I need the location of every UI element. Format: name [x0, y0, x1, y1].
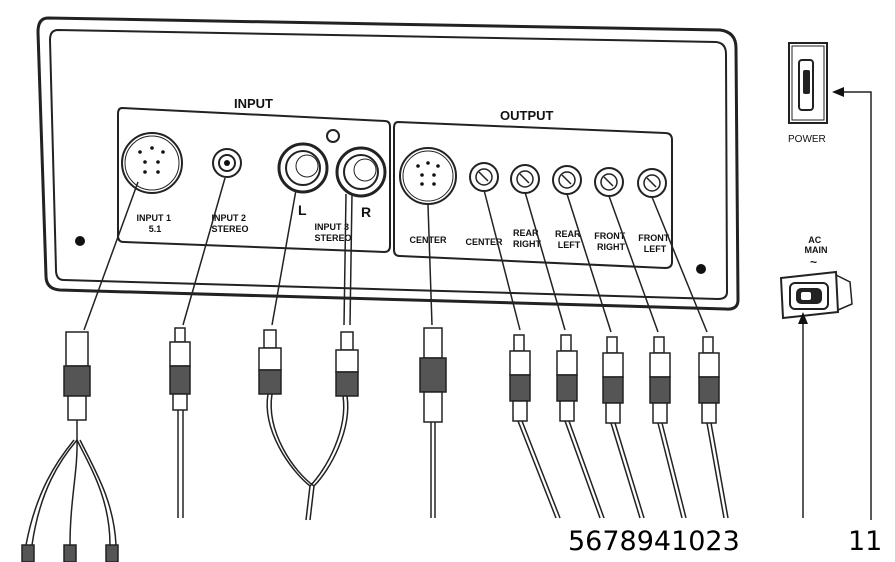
- output-plug-center: [483, 189, 561, 519]
- input1-label: INPUT 1 5.1: [136, 213, 173, 234]
- ac-symbol: ~: [810, 255, 817, 269]
- panel-inner-border: [48, 28, 729, 301]
- input-heading: INPUT: [234, 96, 273, 111]
- output-section: OUTPUT CENTER CENTER REAR RIGHT REAR LEF…: [393, 108, 673, 270]
- input-section: INPUT INPUT 1 5.1 INPUT 2 STEREO: [117, 96, 391, 254]
- output-center-din-jack: [399, 147, 457, 205]
- input3-right-rca-jack: [335, 146, 387, 198]
- power-label: POWER: [788, 134, 826, 145]
- input1-din-jack: [121, 132, 183, 194]
- power-switch: POWER: [788, 42, 828, 145]
- rear-panel: [36, 16, 740, 311]
- input3-right-marker: R: [361, 204, 371, 220]
- input3-left-marker: L: [298, 202, 307, 218]
- input-indicator-hole: [326, 129, 340, 143]
- ac-main-arrow: [798, 312, 808, 518]
- output-front-left-jack: [637, 168, 667, 198]
- din-plug-5-1: [21, 181, 139, 562]
- output-plug-front-right: [608, 195, 687, 519]
- output-heading: OUTPUT: [500, 108, 554, 123]
- output-plug-rear-right: [524, 191, 605, 519]
- cable-callout-numbers: 5678941023: [568, 526, 740, 557]
- output-center-jack: [469, 162, 499, 192]
- din-plug-center: [419, 204, 447, 518]
- output-plug-rear-left: [566, 193, 645, 519]
- output-rear-right-jack: [510, 164, 540, 194]
- output-box: [393, 120, 673, 270]
- output-rear-right-label: REAR RIGHT: [513, 228, 542, 249]
- power-arrow: [832, 87, 872, 520]
- panel-screw-right: [696, 264, 706, 274]
- output-front-right-jack: [594, 167, 624, 197]
- output-center-din-label: CENTER: [409, 235, 447, 245]
- power-callout-number: 11: [848, 526, 882, 557]
- output-plug-front-left: [651, 196, 729, 519]
- output-front-left-label: FRONT LEFT: [638, 233, 672, 254]
- panel-screw-left: [75, 236, 85, 246]
- input-box: [117, 106, 391, 254]
- output-rear-left-jack: [552, 165, 582, 195]
- panel-outer-border: [36, 16, 740, 311]
- input3-label: INPUT 3 STEREO: [314, 222, 351, 243]
- output-front-right-label: FRONT RIGHT: [594, 231, 628, 252]
- input3-left-rca-jack: [277, 142, 329, 194]
- output-rear-left-label: REAR LEFT: [555, 229, 583, 250]
- rca-pair-input3: [258, 189, 359, 521]
- ac-main-label: AC MAIN: [805, 235, 828, 255]
- cables: [21, 177, 729, 562]
- input2-jack: [212, 148, 242, 178]
- input2-label: INPUT 2 STEREO: [211, 213, 248, 234]
- output-small-jacks: [469, 162, 667, 198]
- output-center-label: CENTER: [465, 237, 503, 247]
- stereo-plug-input2: [169, 177, 226, 518]
- ac-main-socket: AC MAIN ~: [779, 235, 853, 320]
